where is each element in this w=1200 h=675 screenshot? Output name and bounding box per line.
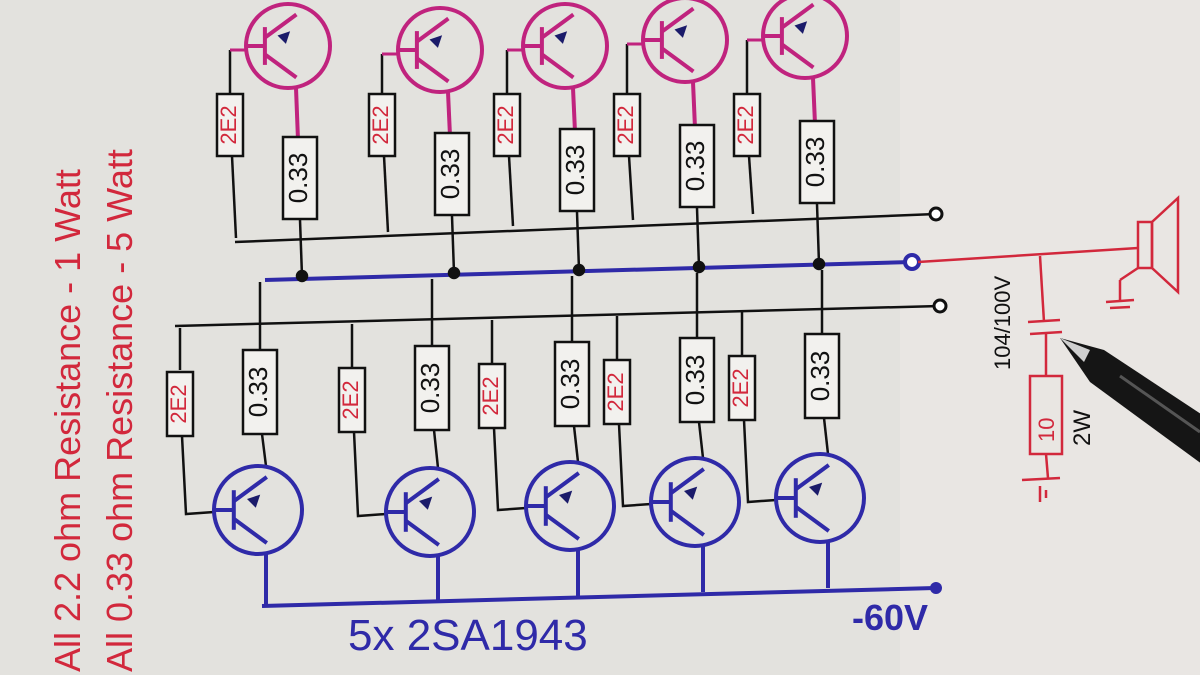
top-emitter-resistor-1-label: 0.33 <box>283 153 313 204</box>
bottom-base-resistor-1-label: 2E2 <box>166 384 191 423</box>
top-output-stage <box>174 40 941 328</box>
bottom-base-resistor-3: 2E2 <box>477 362 507 430</box>
top-base-resistor-4: 2E2 <box>612 92 642 158</box>
top-base-resistor-5-label: 2E2 <box>733 105 758 144</box>
bottom-transistor-4 <box>649 456 741 548</box>
top-transistor-3 <box>521 2 609 90</box>
top-emitter-resistor-1: 0.33 <box>281 135 319 221</box>
top-emitter-resistor-4-label: 0.33 <box>680 141 710 192</box>
zobel-network <box>917 195 1180 502</box>
zobel-capacitor-label: 104/100V <box>990 275 1015 370</box>
top-base-resistor-5: 2E2 <box>732 92 762 158</box>
zobel-resistor-value: 10 <box>1034 418 1059 442</box>
bottom-base-resistor-5: 2E2 <box>727 354 757 422</box>
zobel-resistor-power: 2W <box>1069 410 1096 446</box>
top-base-resistor-1-label: 2E2 <box>216 105 241 144</box>
bottom-emitter-resistor-1: 0.33 <box>241 348 279 436</box>
top-transistor-4 <box>641 0 729 84</box>
top-emitter-resistor-5-label: 0.33 <box>800 137 830 188</box>
top-base-resistor-3: 2E2 <box>492 92 522 158</box>
note-line-2: All 0.33 ohm Resistance - 5 Watt <box>99 149 140 672</box>
bottom-transistor-5 <box>774 452 866 544</box>
top-base-resistor-3-label: 2E2 <box>493 105 518 144</box>
top-emitter-resistor-2: 0.33 <box>433 131 471 217</box>
bottom-base-resistor-2-label: 2E2 <box>338 380 363 419</box>
bottom-emitter-resistor-2-label: 0.33 <box>415 363 445 414</box>
resistance-notes: All 2.2 ohm Resistance - 1 Watt All 0.33… <box>47 149 140 672</box>
bottom-base-resistor-5-label: 2E2 <box>728 368 753 407</box>
negative-supply-rail: -60V 5x 2SA1943 <box>261 582 942 660</box>
bottom-emitter-resistor-3: 0.33 <box>553 340 591 428</box>
bottom-transistor-3 <box>524 460 616 552</box>
bottom-base-resistor-3-label: 2E2 <box>478 376 503 415</box>
top-transistor-1 <box>244 2 332 90</box>
transistor-count-label: 5x 2SA1943 <box>348 611 588 660</box>
top-emitter-resistor-5: 0.33 <box>798 119 836 205</box>
supply-label: -60V <box>852 597 928 638</box>
top-base-resistor-2-label: 2E2 <box>368 105 393 144</box>
top-emitter-resistor-3: 0.33 <box>558 127 596 213</box>
top-emitter-resistor-4: 0.33 <box>678 123 716 209</box>
top-emitter-resistor-3-label: 0.33 <box>560 145 590 196</box>
bottom-transistor-1 <box>212 464 304 556</box>
top-base-resistor-1: 2E2 <box>215 92 245 158</box>
top-base-resistor-2: 2E2 <box>367 92 397 158</box>
top-transistor-5 <box>761 0 849 80</box>
paper-highlight <box>900 0 1200 675</box>
bottom-base-resistor-1: 2E2 <box>165 370 195 438</box>
bottom-emitter-resistor-4-label: 0.33 <box>680 355 710 406</box>
pen <box>1060 338 1200 463</box>
bottom-emitter-resistor-3-label: 0.33 <box>555 359 585 410</box>
top-base-resistor-4-label: 2E2 <box>613 105 638 144</box>
top-transistor-2 <box>396 6 484 94</box>
bottom-emitter-resistor-5-label: 0.33 <box>805 351 835 402</box>
bottom-emitter-resistor-5: 0.33 <box>803 332 841 420</box>
bottom-base-resistor-2: 2E2 <box>337 366 367 434</box>
top-emitter-resistor-2-label: 0.33 <box>435 149 465 200</box>
bottom-emitter-resistor-1-label: 0.33 <box>243 367 273 418</box>
bottom-emitter-resistor-4: 0.33 <box>678 336 716 424</box>
note-line-1: All 2.2 ohm Resistance - 1 Watt <box>47 169 88 672</box>
bottom-emitter-resistor-2: 0.33 <box>413 344 451 432</box>
bottom-transistor-2 <box>384 466 476 558</box>
bottom-base-resistor-4-label: 2E2 <box>603 372 628 411</box>
bottom-base-resistor-4: 2E2 <box>602 358 632 426</box>
